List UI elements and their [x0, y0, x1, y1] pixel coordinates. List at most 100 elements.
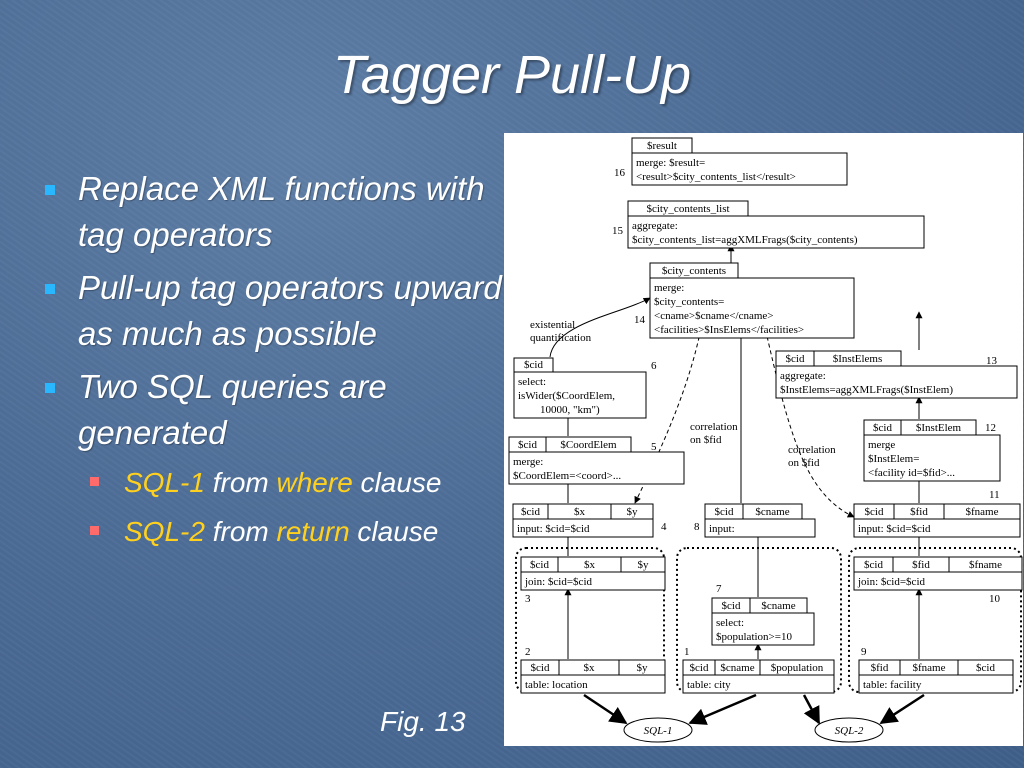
node-header-text: $cname: [720, 662, 754, 674]
node-header-text: $fname: [913, 662, 946, 674]
node-body-text: $city_contents=: [654, 296, 724, 308]
sql-label: SQL-2: [124, 516, 205, 547]
edge-annotation: on $fid: [788, 457, 820, 469]
node-header-text: $fid: [871, 662, 889, 674]
node-header-text: $cid: [518, 439, 537, 451]
node-number: 9: [861, 646, 867, 658]
edge-annotation: on $fid: [690, 434, 722, 446]
node-body: [520, 674, 666, 694]
node-header-text: $cid: [976, 662, 995, 674]
node-header-text: $cid: [722, 600, 741, 612]
sql-query-label: SQL-2: [835, 725, 864, 737]
node-header-text: $InstElems: [833, 353, 883, 365]
bullet-item: Pull-up tag operators upward as much as …: [44, 265, 504, 357]
node-body: [853, 518, 1021, 538]
node-body-text: table: city: [687, 679, 731, 691]
sub-bullet-text: from: [204, 467, 277, 498]
plan-node: $city_contents_listaggregate:$city_conte…: [612, 200, 925, 249]
plan-node: $cid $x $y join: $cid=$cid 3: [520, 556, 666, 605]
node-body: [863, 434, 1001, 482]
node-number: 5: [651, 441, 657, 453]
node-header-text: $cname: [755, 506, 789, 518]
node-header-text: $cid: [865, 506, 884, 518]
node-header-text: $cid: [873, 422, 892, 434]
node-body-text: <facilities>$InsElems</facilities>: [654, 324, 804, 336]
edge-annotation: quantification: [530, 332, 592, 344]
square-sub-bullet-icon: [90, 477, 99, 486]
bullet-list: Replace XML functions with tag operators…: [44, 166, 504, 561]
node-header-text: $cid: [524, 359, 543, 371]
square-bullet-icon: [45, 185, 55, 195]
node-number: 4: [661, 521, 667, 533]
sub-bullet-item: SQL-2 from return clause: [90, 512, 504, 552]
sql-generation-arrow: [802, 694, 821, 725]
node-header-text: $x: [584, 559, 596, 571]
node-body: [775, 365, 1018, 399]
edge-annotation: correlation: [690, 421, 738, 433]
node-body-text: <result>$city_contents_list</result>: [636, 171, 796, 183]
node-header-text: $InstElem: [916, 422, 962, 434]
slide-title: Tagger Pull-Up: [332, 45, 692, 105]
sql-generation-arrow: [879, 693, 925, 725]
node-header-text: $CoordElem: [560, 439, 617, 451]
node-body: [631, 152, 848, 186]
node-body-text: join: $cid=$cid: [524, 576, 592, 588]
node-number: 10: [989, 593, 1001, 605]
node-body-text: input:: [709, 523, 735, 535]
node-header-text: $cname: [761, 600, 795, 612]
clause-keyword: return: [276, 516, 350, 547]
node-header-text: $fname: [966, 506, 999, 518]
plan-node: $fid $fname $cid table: facility 9: [858, 646, 1014, 694]
square-sub-bullet-icon: [90, 526, 99, 535]
node-number: 12: [985, 422, 996, 434]
node-body: [513, 371, 647, 419]
sql-generation-arrow: [688, 693, 757, 725]
plan-edge: [549, 297, 651, 358]
node-header-text: $x: [584, 662, 596, 674]
node-body-text: input: $cid=$cid: [858, 523, 931, 535]
node-header-text: $y: [638, 559, 650, 571]
node-body: [508, 451, 685, 485]
node-header-text: $city_contents: [662, 265, 726, 277]
node-number: 3: [525, 593, 531, 605]
square-bullet-icon: [45, 284, 55, 294]
node-number: 14: [634, 314, 646, 326]
sql-query-ellipse: [814, 717, 884, 743]
node-body: [711, 612, 815, 646]
node-body: [520, 571, 666, 591]
plan-node: $cid$InstElemsaggregate:$InstElems=aggXM…: [775, 350, 1018, 399]
node-body-text: table: facility: [863, 679, 922, 691]
node-body-text: select:: [716, 617, 744, 629]
node-header-text: $cid: [786, 353, 805, 365]
square-bullet-icon: [45, 383, 55, 393]
sub-bullet-item: SQL-1 from where clause: [90, 463, 504, 503]
node-body-text: $InstElems=aggXMLFrags($InstElem): [780, 384, 953, 396]
plan-edge: [763, 322, 855, 518]
sub-bullet-text: clause: [349, 516, 439, 547]
edge-annotation: correlation: [788, 444, 836, 456]
node-header-text: $city_contents_list: [646, 203, 729, 215]
node-body: [853, 571, 1023, 591]
edge-annotation: existential: [530, 319, 575, 331]
figure-caption: Fig. 13: [380, 706, 466, 737]
node-header-text: $cid: [530, 559, 549, 571]
node-number: 2: [525, 646, 531, 658]
node-body-text: $CoordElem=<coord>...: [513, 470, 621, 482]
node-body: [858, 674, 1014, 694]
subquery-group-outline: [515, 547, 665, 693]
node-body-text: input: $cid=$cid: [517, 523, 590, 535]
bullet-text: Two SQL queries are generated: [78, 368, 387, 451]
node-number: 15: [612, 225, 624, 237]
node-body: [682, 674, 835, 694]
subquery-group-outline: [848, 547, 1022, 693]
sql-query-label: SQL-1: [644, 725, 673, 737]
node-body-text: join: $cid=$cid: [857, 576, 925, 588]
